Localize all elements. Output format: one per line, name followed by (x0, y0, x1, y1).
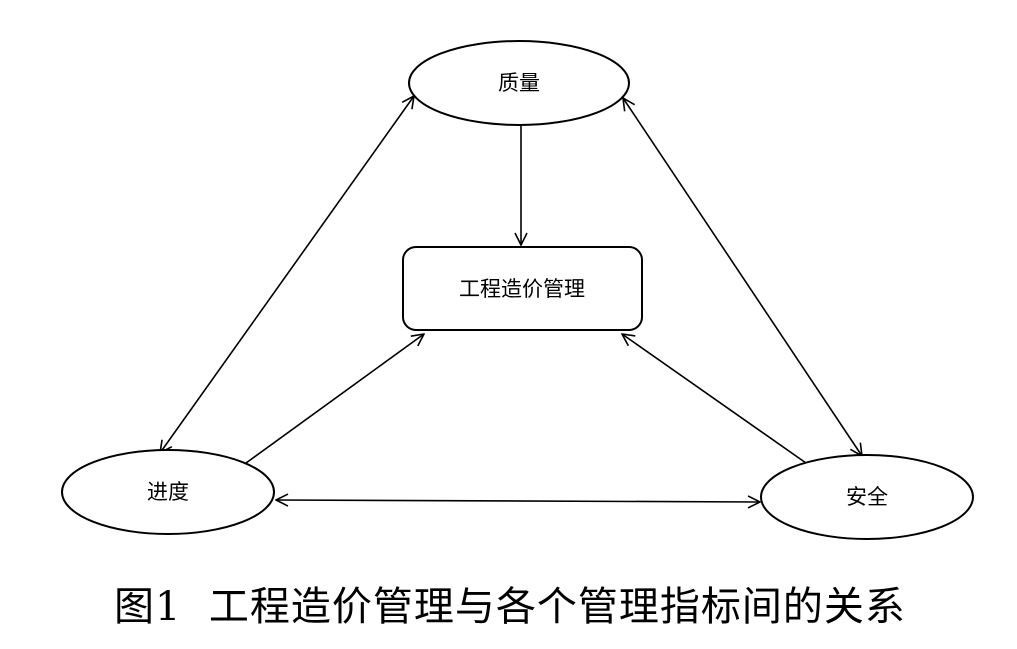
node-safety-ellipse (760, 454, 974, 540)
edge-quality-safety (623, 98, 862, 456)
node-center-box (402, 246, 643, 331)
node-quality: 质量 (408, 40, 630, 126)
edge-schedule-safety (276, 500, 760, 502)
edge-schedule-center (245, 334, 424, 464)
node-schedule-label: 进度 (147, 480, 189, 504)
node-schedule-ellipse (61, 449, 275, 535)
figure-caption: 图1 工程造价管理与各个管理指标间的关系 (114, 584, 906, 630)
node-safety-label: 安全 (846, 485, 888, 509)
node-center: 工程造价管理 (402, 246, 643, 331)
node-schedule: 进度 (61, 449, 275, 535)
edge-safety-center (622, 334, 807, 464)
node-quality-ellipse (408, 40, 630, 126)
node-center-label: 工程造价管理 (459, 277, 585, 301)
node-quality-label: 质量 (498, 71, 540, 95)
edge-quality-schedule (160, 96, 414, 453)
node-safety: 安全 (760, 454, 974, 540)
